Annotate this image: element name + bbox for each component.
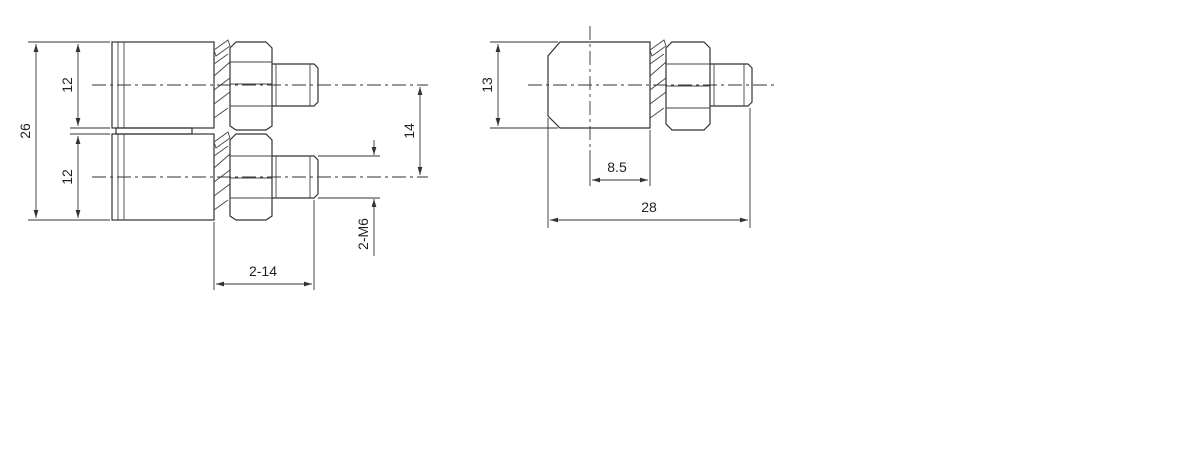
dim-label-upper-height: 12 [59,77,75,93]
dim-label-side-height: 13 [479,77,495,93]
dim-label-thread: 2-M6 [355,218,371,250]
dimension-side-offset: 8.5 [589,130,651,186]
dim-label-side-length: 28 [641,199,657,215]
dimension-bolt-spacing: 14 [401,87,423,175]
dim-label-lower-height: 12 [59,169,75,185]
dimension-side-height: 13 [479,41,558,129]
dimension-side-length: 28 [547,108,751,228]
front-view: 26 12 12 14 2-M6 [17,39,428,290]
dimension-total-height: 26 [17,41,110,221]
dim-label-total-height: 26 [17,123,33,139]
spacer-plate [115,127,193,135]
dimension-bolt-length: 2-14 [213,200,315,290]
dim-label-bolt-length: 2-14 [249,263,277,279]
lower-bolt-assembly [213,131,319,221]
dimension-lower-height: 12 [59,133,110,218]
dimension-thread: 2-M6 [318,140,380,256]
dim-label-bolt-spacing: 14 [401,123,417,139]
side-view: 13 8.5 28 [479,26,776,228]
side-block [547,41,651,129]
dim-label-side-offset: 8.5 [607,159,627,175]
dimension-upper-height: 12 [59,44,110,129]
side-bolt-assembly [649,39,753,131]
